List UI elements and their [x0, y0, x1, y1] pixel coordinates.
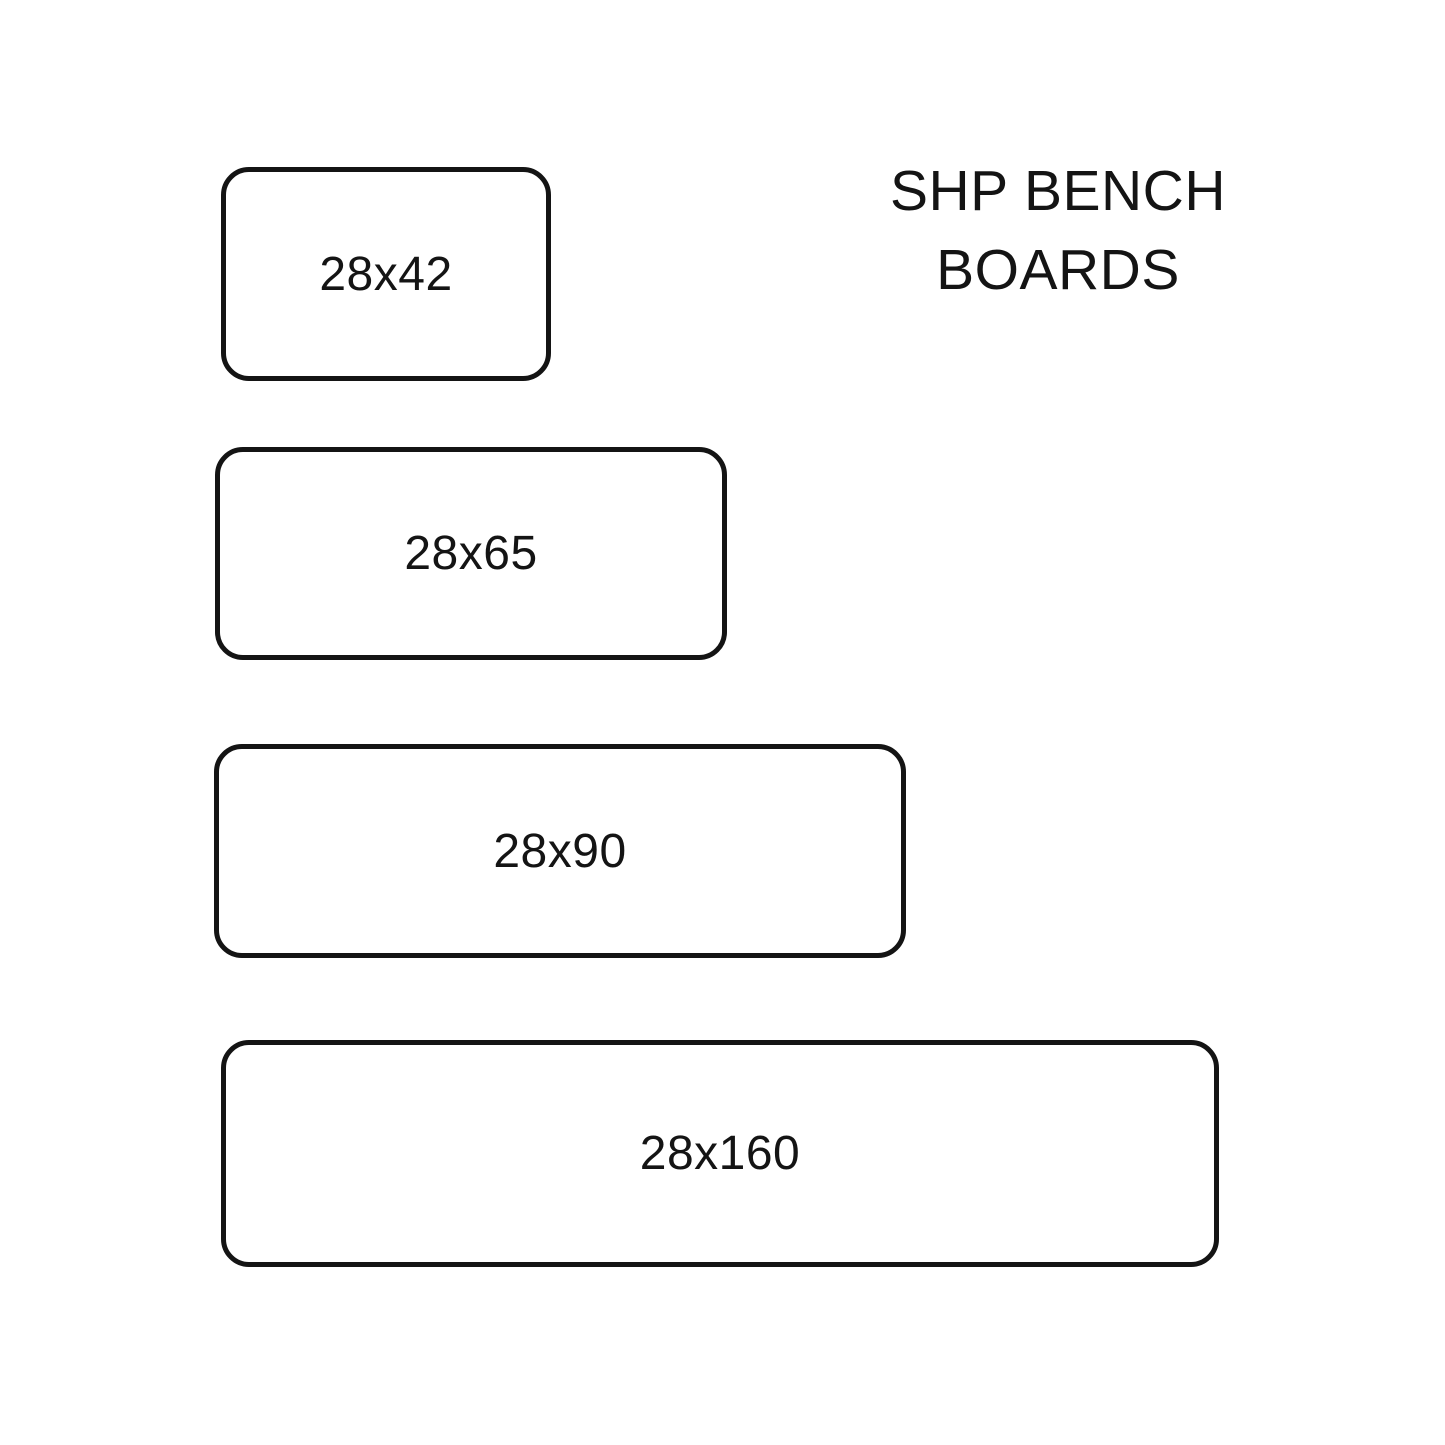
board-28x160: 28x160 [221, 1040, 1219, 1267]
board-28x65: 28x65 [215, 447, 727, 660]
board-28x160-label: 28x160 [639, 1127, 801, 1180]
board-28x90: 28x90 [214, 744, 906, 958]
diagram-title-line-2: BOARDS [936, 238, 1180, 302]
diagram-title: SHP BENCH BOARDS [878, 152, 1238, 310]
board-28x65-label: 28x65 [404, 527, 538, 580]
board-28x90-label: 28x90 [493, 824, 627, 878]
board-28x42: 28x42 [221, 167, 551, 381]
board-28x42-label: 28x42 [319, 247, 453, 301]
diagram-title-line-1: SHP BENCH [889, 159, 1227, 223]
